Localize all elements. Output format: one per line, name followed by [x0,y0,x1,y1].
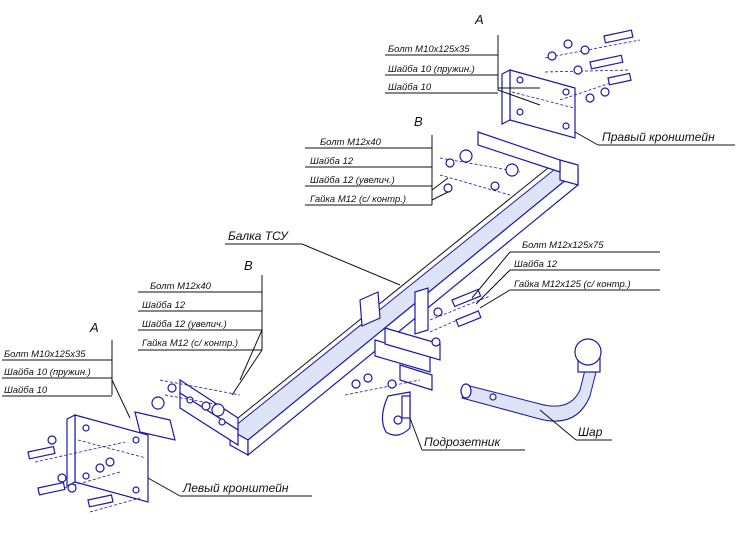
ball-label: Шар [578,425,603,439]
a-right-item-3: Шайба 10 [388,82,432,93]
group-letter-a-right: A [474,12,484,27]
left-bolts [27,435,141,513]
right-bracket-label: Правый кронштейн [602,130,715,144]
ball-kit-item-3: Гайка М12х125 (с/ контр.) [514,279,631,290]
tow-ball [460,338,602,422]
right-bolts [544,29,641,103]
beam-label: Балка ТСУ [228,229,289,243]
right-bracket [501,69,576,139]
b-left-item-1: Болт М12х40 [150,281,212,292]
b-left-item-2: Шайба 12 [142,300,186,311]
socket-plate-label: Подрозетник [424,435,501,449]
b-hardware-upper [439,149,521,196]
ball-mount-plates [344,287,491,396]
b-right-item-1: Болт М12х40 [320,137,382,148]
tow-beam [179,131,580,457]
a-right-item-1: Болт М10х125х35 [388,44,470,55]
b-hardware-lower [151,379,241,417]
a-left-item-3: Шайба 10 [4,385,48,396]
b-right-item-2: Шайба 12 [310,156,354,167]
left-bracket [66,411,176,503]
socket-plate [381,391,411,436]
b-right-item-3: Шайба 12 (увелич.) [310,175,395,186]
a-left-item-1: Болт М10х125х35 [4,349,86,360]
a-right-item-2: Шайба 10 (пружин.) [388,64,475,75]
left-bracket-label: Левый кронштейн [182,481,289,495]
leader-lines [2,35,735,497]
a-left-item-2: Шайба 10 (пружин.) [4,367,91,378]
ball-kit-item-2: Шайба 12 [514,259,558,270]
group-letter-b-left: B [244,258,253,273]
b-left-item-3: Шайба 12 (увелич.) [142,319,227,330]
group-letter-b-right: B [414,114,423,129]
b-right-item-4: Гайка М12 (с/ контр.) [310,194,406,205]
ball-kit-item-1: Болт М12х125х75 [522,240,604,251]
group-letter-a-left: A [89,320,99,335]
b-left-item-4: Гайка М12 (с/ контр.) [142,338,238,349]
